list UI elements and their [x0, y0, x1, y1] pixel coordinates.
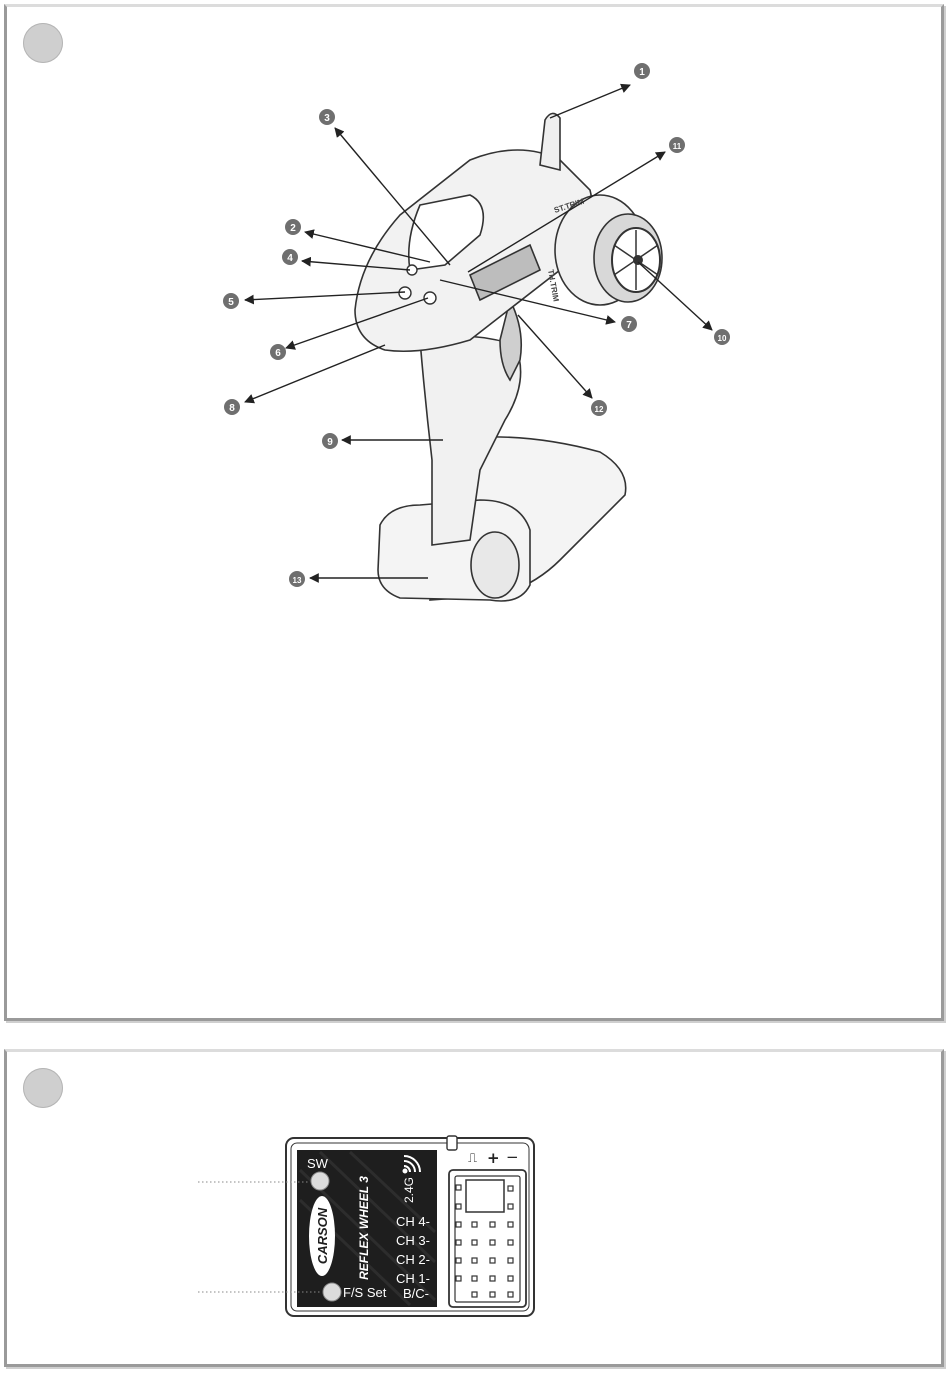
svg-text:9: 9	[327, 437, 333, 448]
th-trim-text: TH.TRIM	[546, 269, 561, 303]
callout-7: 7	[621, 316, 637, 332]
svg-text:11: 11	[673, 142, 682, 151]
callout-10: 10	[714, 329, 730, 345]
callout-6: 6	[270, 344, 286, 360]
svg-text:4: 4	[287, 253, 293, 264]
svg-text:3: 3	[324, 113, 330, 124]
svg-text:10: 10	[718, 334, 727, 343]
svg-text:1: 1	[639, 67, 645, 78]
callout-1: 1	[634, 63, 650, 79]
svg-text:7: 7	[626, 320, 632, 331]
antenna	[540, 113, 560, 170]
callout-3: 3	[319, 109, 335, 125]
callout-13: 13	[289, 571, 305, 587]
svg-text:2: 2	[290, 223, 296, 234]
callout-4: 4	[282, 249, 298, 265]
callout-12: 12	[591, 400, 607, 416]
transmitter-base	[378, 437, 626, 601]
callout-2: 2	[285, 219, 301, 235]
svg-text:5: 5	[228, 297, 234, 308]
svg-text:6: 6	[275, 348, 281, 359]
svg-text:8: 8	[229, 403, 235, 414]
steering-wheel: ST.TRIM TH.TRIM	[546, 195, 662, 305]
callout-5: 5	[223, 293, 239, 309]
callout-8: 8	[224, 399, 240, 415]
svg-text:12: 12	[595, 405, 604, 414]
callout-9: 9	[322, 433, 338, 449]
svg-text:13: 13	[293, 576, 302, 585]
callout-11: 11	[669, 137, 685, 153]
